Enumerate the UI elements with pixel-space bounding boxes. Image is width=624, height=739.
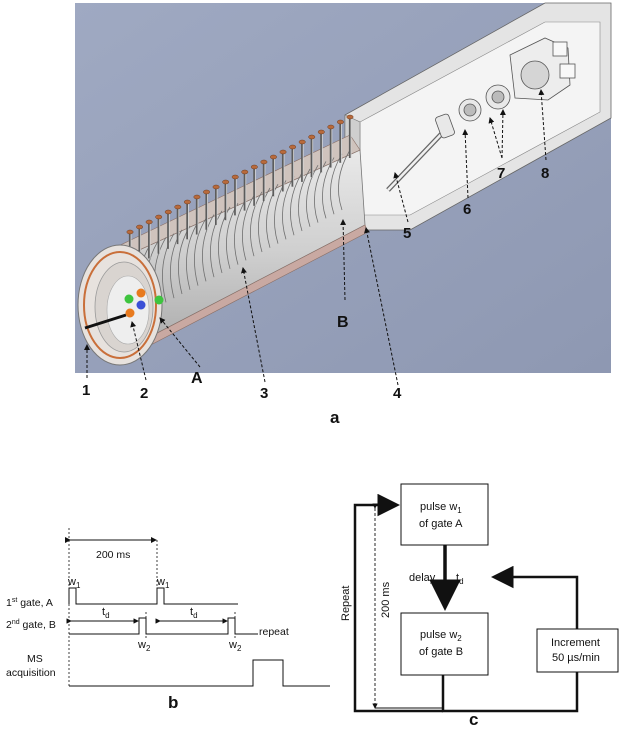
drift-ring — [186, 221, 199, 290]
box-gate-a-line1: pulse w1 — [420, 501, 462, 515]
electrode-pin — [241, 169, 249, 211]
callout-5: 5 — [403, 225, 411, 242]
ms-trace — [69, 659, 330, 687]
ms-acq-label: acquisition — [6, 667, 56, 679]
electrode-pin — [289, 144, 297, 187]
callout-7: 7 — [497, 165, 505, 182]
w1-label-2: w1 — [156, 576, 170, 590]
ion-optics — [386, 37, 576, 192]
box-gate-a-line2: of gate A — [419, 518, 463, 530]
electrode-pin — [327, 124, 335, 168]
electrode-pin — [231, 174, 239, 216]
drift-ring — [298, 168, 311, 232]
ion-packets — [124, 288, 164, 318]
electrode-pin — [145, 219, 153, 259]
panel-c-letter: c — [469, 710, 478, 729]
electrode-pin — [250, 164, 258, 206]
increment-line2: 50 µs/min — [552, 652, 600, 664]
w1-label-1: w1 — [67, 576, 81, 590]
electrode-pin — [164, 209, 172, 249]
increment-line1: Increment — [551, 637, 600, 649]
callout-a: A — [191, 370, 203, 387]
increment-input — [441, 672, 579, 713]
drift-ring — [194, 218, 207, 286]
tube-entrance — [77, 244, 163, 366]
drift-ring — [162, 233, 175, 303]
electrode-pin — [183, 199, 191, 240]
gate-b-trace — [69, 617, 258, 635]
panel-c: pulse w1 of gate A pulse w2 of gate B In… — [340, 483, 619, 729]
delay-label: delay — [409, 572, 436, 584]
electrode-pin — [174, 204, 182, 245]
callout-8: 8 — [541, 165, 549, 182]
ion-dot — [125, 308, 135, 318]
ion-dot — [154, 295, 164, 305]
gate-a-label: 1st gate, A — [6, 597, 53, 609]
drift-ring — [314, 161, 327, 223]
electrode-pin — [203, 189, 210, 230]
callout-4: 4 — [393, 385, 402, 402]
gate-a-trace — [68, 587, 238, 605]
period-label-b: 200 ms — [96, 549, 130, 561]
box-increment — [536, 628, 619, 673]
w2-label-2: w2 — [228, 639, 242, 653]
electrode-pin — [270, 154, 277, 197]
electrode-pin — [260, 159, 268, 202]
box-gate-b-line1: pulse w2 — [420, 629, 462, 643]
period-label-c: 200 ms — [380, 581, 392, 618]
callout-b: B — [337, 314, 349, 331]
drift-ring — [290, 172, 303, 236]
callout-3: 3 — [260, 385, 268, 402]
electrode-pin — [336, 119, 344, 163]
electrode-pin — [346, 114, 354, 158]
box-gate-b — [400, 612, 489, 676]
callout-leaders — [84, 89, 547, 386]
callout-1: 1 — [82, 382, 90, 399]
ms-label: MS — [27, 653, 43, 665]
td-label-b1: td — [102, 606, 110, 620]
drift-ring — [258, 187, 271, 253]
repeat-label-c: Repeat — [340, 586, 352, 621]
drift-ring — [234, 199, 247, 265]
electrode-pin — [193, 194, 201, 235]
w2-label-1: w2 — [137, 639, 151, 653]
electrode-pin — [222, 179, 230, 221]
drift-ring — [250, 191, 263, 257]
gate-b-label: 2nd gate, B — [6, 619, 56, 631]
electrode-pin — [279, 149, 287, 192]
drift-ring — [338, 149, 351, 211]
increment-loop — [491, 565, 579, 629]
box-gate-a — [400, 483, 489, 546]
panel-a-letter: a — [330, 408, 340, 427]
drift-ring — [282, 176, 295, 240]
electrode-pin — [308, 134, 316, 178]
panel-b-letter: b — [168, 693, 178, 712]
callout-6: 6 — [463, 201, 471, 218]
drift-ring — [266, 183, 279, 248]
drift-ring — [202, 214, 215, 282]
box-gate-b-line2: of gate B — [419, 646, 463, 658]
repeat-label-b: repeat — [259, 626, 289, 638]
ion-dot — [136, 288, 146, 298]
drift-ring — [242, 195, 255, 261]
td-label-c: td — [456, 572, 464, 586]
electrode-pin — [212, 184, 220, 225]
drift-ring — [306, 164, 319, 227]
panel-b: 200 ms w1 w1 1st gate, A td td w2 w2 rep… — [6, 528, 330, 712]
drift-ring — [210, 210, 223, 278]
callout-2: 2 — [140, 385, 148, 402]
td-label-b2: td — [190, 606, 198, 620]
electrode-pin — [155, 214, 163, 254]
electrode-pin — [298, 139, 306, 182]
drift-ring — [330, 153, 343, 215]
ion-dot — [124, 294, 134, 304]
electrode-pin — [317, 129, 325, 173]
ion-dot — [136, 300, 146, 310]
panel-a: 1 2 3 4 5 6 7 8 A B a — [75, 2, 612, 427]
